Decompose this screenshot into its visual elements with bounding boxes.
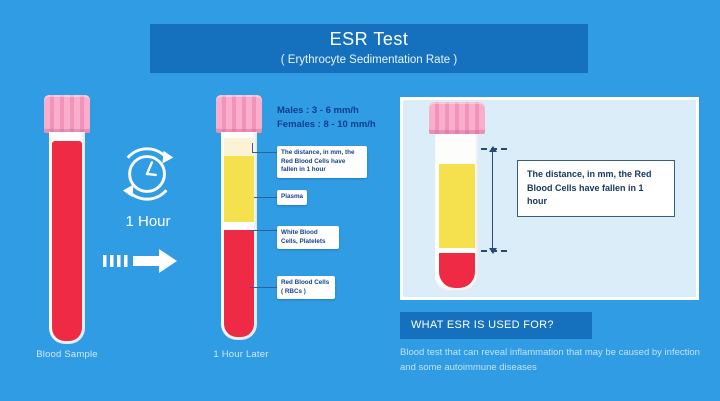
blood-sample-tube-cap [44, 95, 90, 133]
magnified-view-panel: The distance, in mm, the Red Blood Cells… [400, 97, 699, 300]
measurement-line [492, 150, 493, 250]
header-band: ESR Test ( Erythrocyte Sedimentation Rat… [150, 24, 588, 73]
magnified-tube-cap [429, 102, 485, 134]
plasma-callout: Plasma [277, 190, 308, 205]
distance-callout: The distance, in mm, the Red Blood Cells… [277, 146, 367, 178]
white-cells-callout: White Blood Cells, Platelets [277, 226, 339, 249]
fallen-distance-layer [224, 138, 254, 156]
measure-arrow-down-icon [489, 248, 497, 254]
right-arrow-icon [103, 249, 177, 273]
white-cells-layer [224, 222, 254, 230]
normal-rates: Males : 3 - 6 mm/h Females : 8 - 10 mm/h [277, 104, 376, 133]
distance-leader-line [252, 143, 253, 153]
blood-sample-tube [49, 132, 85, 344]
plasma-leader-line [254, 197, 277, 198]
red-cells-callout: Red Blood Cells ( RBCs ) [277, 276, 335, 299]
usage-description: Blood test that can reveal inflammation … [400, 347, 700, 373]
distance-leader-line [252, 152, 277, 153]
measure-arrow-up-icon [489, 146, 497, 152]
timer-clock-icon [122, 147, 174, 201]
magnified-red-cells-layer [439, 253, 475, 288]
red-cells-leader-line [250, 287, 277, 288]
usage-heading: WHAT ESR IS USED FOR? [400, 312, 592, 339]
page-title: ESR Test [329, 29, 409, 49]
duration-label: 1 Hour [125, 213, 171, 230]
plasma-layer [224, 156, 254, 222]
settled-tube [221, 132, 257, 340]
magnified-distance-callout: The distance, in mm, the Red Blood Cells… [517, 160, 675, 217]
page-subtitle: ( Erythrocyte Sedimentation Rate ) [280, 54, 458, 66]
white-cells-leader-line [250, 230, 277, 231]
females-rate: Females : 8 - 10 mm/h [277, 119, 376, 131]
red-cells-layer [224, 230, 254, 337]
blood-sample-label: Blood Sample [36, 349, 98, 360]
one-hour-later-label: 1 Hour Later [213, 349, 269, 360]
males-rate: Males : 3 - 6 mm/h [277, 105, 359, 116]
blood-fill [52, 141, 82, 341]
magnified-tube [435, 134, 479, 292]
magnified-plasma-layer [439, 164, 475, 248]
settled-tube-cap [216, 95, 262, 133]
